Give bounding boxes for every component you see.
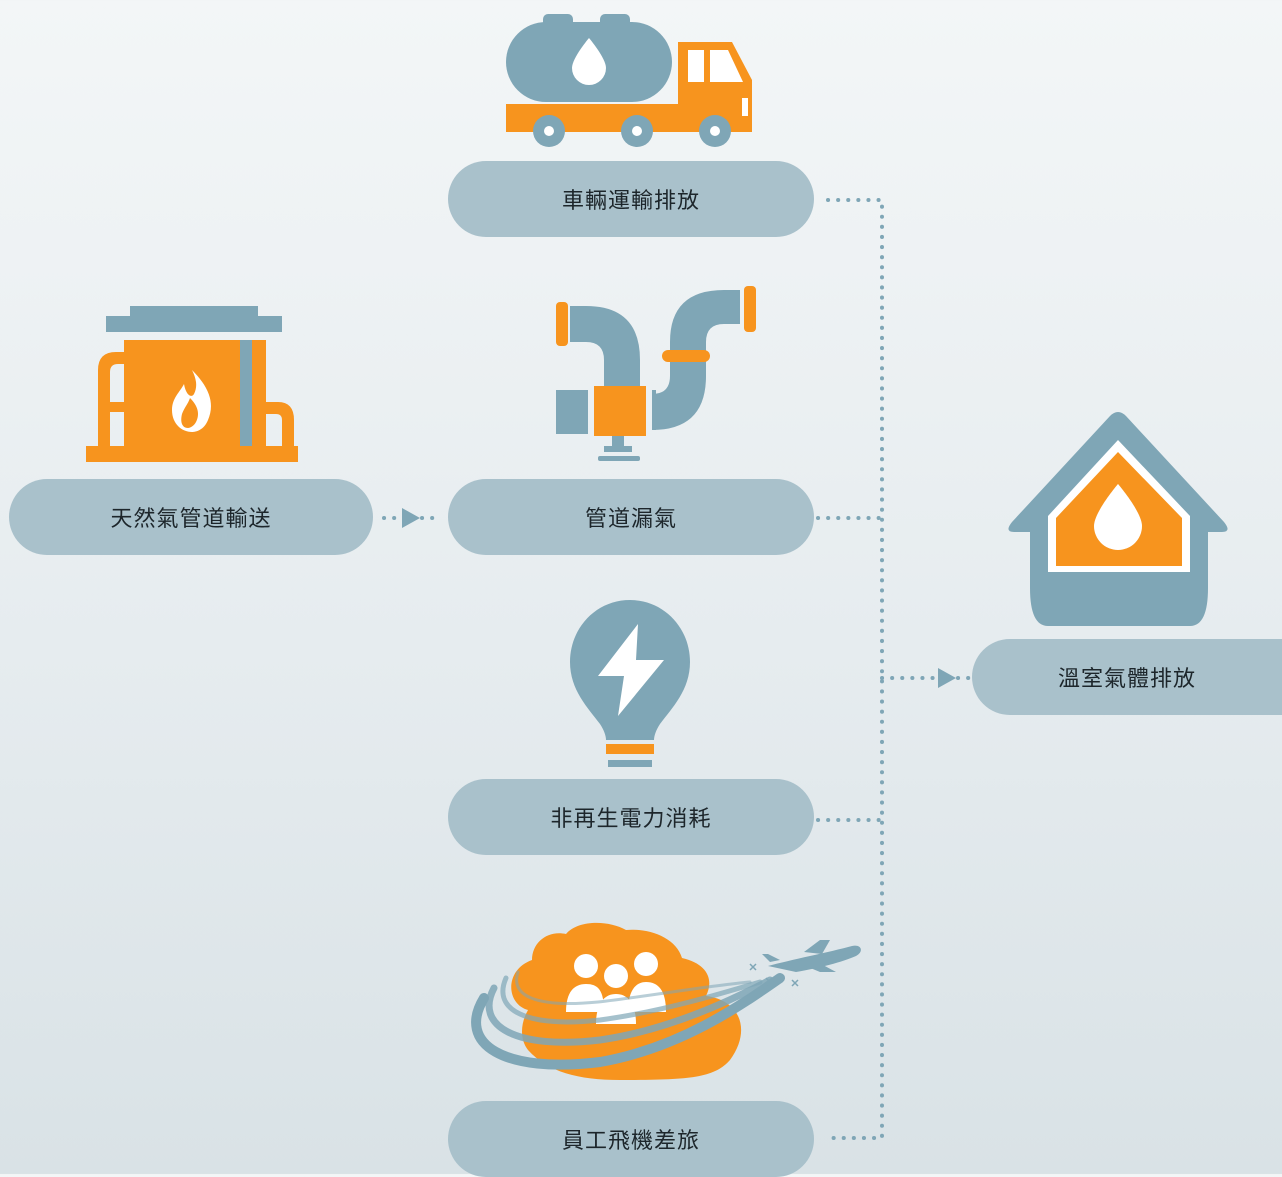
arrow-head-transport [402, 508, 420, 528]
tanker-truck-icon [506, 14, 752, 147]
node-vehicle-emission-label: 車輛運輸排放 [561, 189, 700, 214]
node-gas-pipeline-transport: 天然氣管道輸送 [9, 479, 373, 555]
node-pipe-leak: 管道漏氣 [448, 479, 814, 555]
airplane-travel-icon [471, 922, 861, 1080]
connector-lines [382, 198, 974, 1140]
arrow-head-emission [938, 668, 956, 688]
lightbulb-icon [570, 600, 690, 767]
pipe-leak-icon [556, 286, 756, 461]
node-electricity-consumption: 非再生電力消耗 [448, 779, 814, 855]
node-air-travel: 員工飛機差旅 [448, 1101, 814, 1177]
node-gas-pipeline-transport-label: 天然氣管道輸送 [110, 507, 272, 532]
node-pipe-leak-label: 管道漏氣 [584, 507, 677, 532]
node-electricity-consumption-label: 非再生電力消耗 [550, 807, 712, 832]
node-ghg-emission-label: 溫室氣體排放 [1057, 667, 1196, 692]
house-drop-icon [1008, 412, 1228, 626]
node-vehicle-emission: 車輛運輸排放 [448, 161, 814, 237]
node-ghg-emission: 溫室氣體排放 [972, 639, 1282, 715]
node-air-travel-label: 員工飛機差旅 [561, 1129, 700, 1154]
gas-plant-icon [86, 306, 298, 462]
